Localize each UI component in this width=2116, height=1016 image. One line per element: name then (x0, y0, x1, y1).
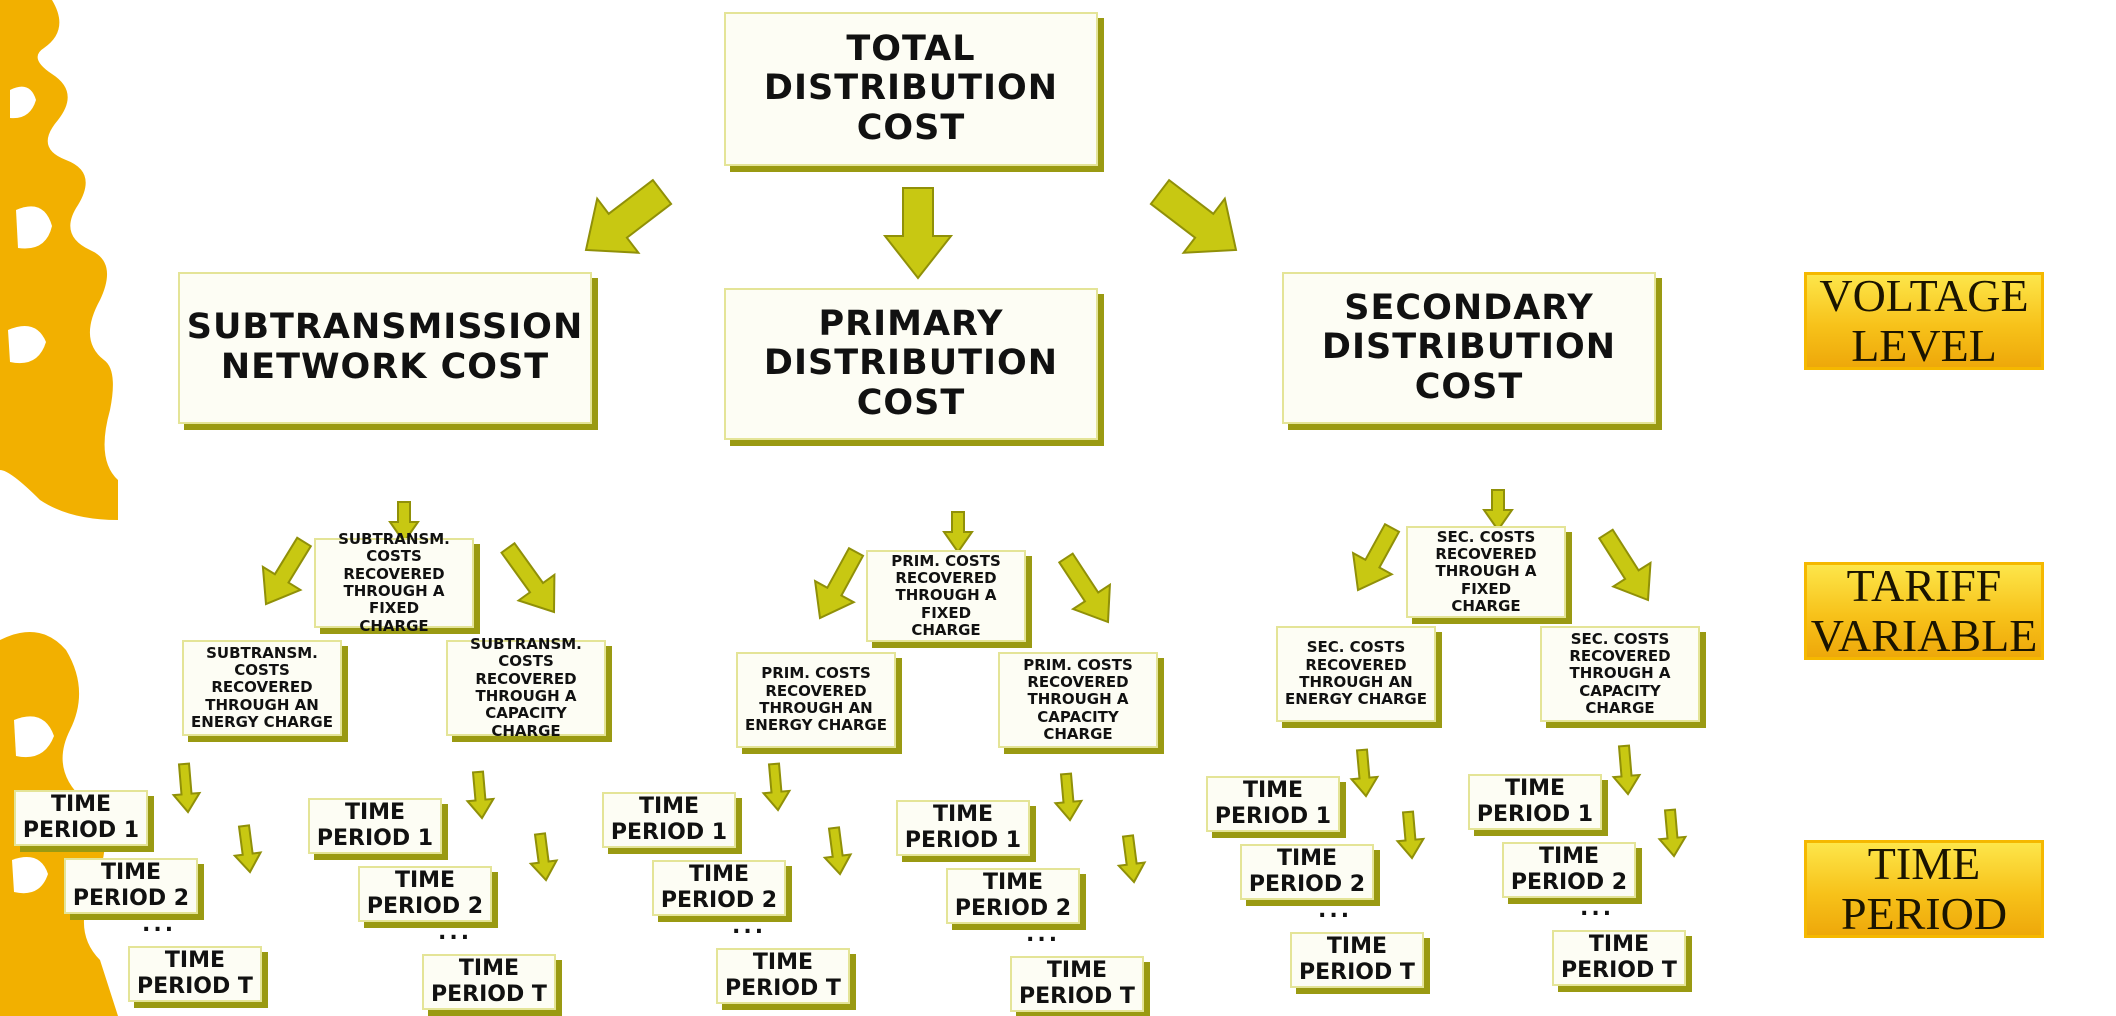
arrow-to-fixed-charge (388, 501, 420, 544)
arrow-to-time-period (528, 832, 559, 882)
arrow-to-time-period (1053, 772, 1084, 822)
arrow-to-fixed-charge (1482, 489, 1514, 532)
ellipsis: ... (1580, 896, 1615, 921)
ellipsis: ... (1318, 898, 1353, 923)
arrow-to-time-period (1657, 808, 1688, 858)
arrow-to-time-period (1395, 810, 1426, 860)
arrow-to-time-period (1611, 744, 1642, 796)
arrow-to-time-period (465, 770, 496, 820)
arrow-to-capacity-charge (1057, 552, 1111, 624)
arrow-to-subtransmission (584, 178, 673, 254)
arrow-to-time-period (232, 824, 263, 874)
arrow-to-time-period (1349, 748, 1380, 798)
arrow-to-time-period (1116, 834, 1147, 884)
ellipsis: ... (1026, 922, 1061, 947)
arrow-to-fixed-charge (942, 511, 974, 554)
arrow-to-energy-charge (261, 536, 313, 606)
arrow-to-primary (882, 187, 954, 280)
arrow-to-secondary (1149, 178, 1238, 254)
ellipsis: ... (732, 914, 767, 939)
arrow-to-capacity-charge (500, 541, 556, 614)
ellipsis: ... (438, 920, 473, 945)
arrow-to-time-period (761, 762, 792, 812)
ellipsis: ... (142, 912, 177, 937)
arrow-to-energy-charge (813, 546, 865, 620)
arrow-to-time-period (822, 826, 853, 876)
arrow-to-energy-charge (1351, 522, 1401, 592)
arrow-to-time-period (171, 762, 202, 814)
arrow-to-capacity-charge (1597, 528, 1652, 602)
